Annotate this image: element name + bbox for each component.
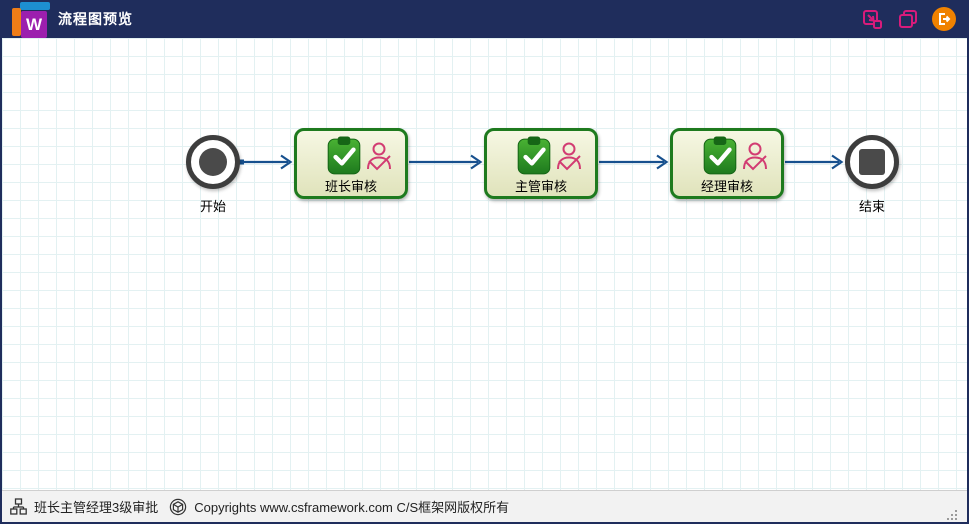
task-node-zhuguan[interactable]: 主管审核: [484, 128, 598, 199]
statusbar: 班长主管经理3级审批 Copyrights www.csframework.co…: [2, 490, 967, 522]
start-event-node[interactable]: [186, 135, 240, 189]
task-node-icons: [326, 136, 392, 176]
start-event-circle-icon: [199, 148, 227, 176]
workflow-name: 班长主管经理3级审批: [34, 500, 159, 515]
resize-corner-icon[interactable]: [859, 6, 885, 32]
task-node-icons: [516, 136, 582, 176]
person-icon: [557, 142, 581, 171]
task-node-jingli[interactable]: 经理审核: [670, 128, 784, 199]
end-event-label: 结束: [858, 199, 885, 214]
logo-w-icon: W: [21, 11, 47, 38]
person-icon: [743, 142, 767, 171]
task-node-banzhang[interactable]: 班长审核: [294, 128, 408, 199]
clipboard-check-icon: [517, 136, 551, 175]
end-event-node[interactable]: [845, 135, 899, 189]
copy-windows-icon[interactable]: [895, 6, 921, 32]
end-event-square-icon: [859, 149, 885, 175]
task-node-icons: [702, 136, 768, 176]
clipboard-check-icon: [703, 136, 737, 175]
logo-left-bar: [12, 8, 21, 36]
logout-icon[interactable]: [931, 6, 957, 32]
clipboard-check-icon: [327, 136, 361, 175]
copyright-text: Copyrights www.csframework.com C/S框架网版权所…: [194, 500, 510, 515]
task-node-label: 主管审核: [514, 179, 567, 194]
resize-grip[interactable]: [945, 508, 959, 522]
package-cube-icon: [170, 498, 187, 515]
start-event-label: 开始: [199, 199, 226, 214]
logo-top-bar: [20, 2, 50, 10]
app-logo: W: [8, 0, 50, 38]
titlebar: W 流程图预览: [2, 0, 967, 38]
window-title: 流程图预览: [58, 11, 133, 27]
task-node-label: 经理审核: [700, 179, 753, 194]
person-icon: [367, 142, 391, 171]
task-node-label: 班长审核: [324, 179, 377, 194]
flowchart-canvas[interactable]: 开始: [2, 38, 967, 490]
connector-arrows: [239, 154, 844, 170]
org-chart-icon: [10, 498, 27, 515]
